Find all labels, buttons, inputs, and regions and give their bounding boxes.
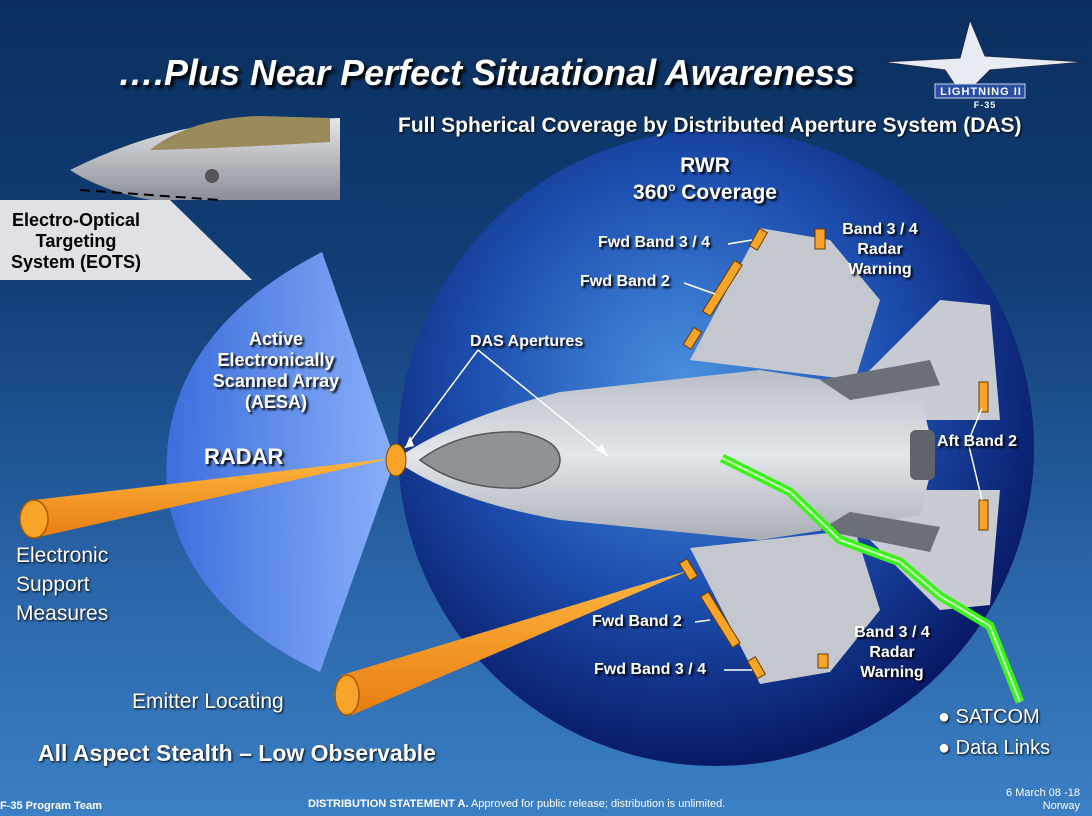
- aesa-radome: [385, 443, 407, 477]
- distribution-rest: Approved for public release; distributio…: [468, 798, 726, 810]
- radar-label: RADAR: [204, 444, 284, 469]
- rwr-title: RWR: [680, 154, 730, 177]
- footer-team: F-35 Program Team: [0, 800, 102, 812]
- band34-bottom-line1: Band 3 / 4: [854, 624, 930, 641]
- band34-top-line1: Band 3 / 4: [842, 221, 918, 238]
- band34-top-line3: Warning: [848, 261, 912, 278]
- comms-list: ● SATCOM ● Data Links: [938, 702, 1050, 764]
- fwd-band2-top-label: Fwd Band 2: [580, 273, 670, 290]
- eots-label-line2: Targeting: [35, 231, 117, 251]
- fwd-band34-bottom-label: Fwd Band 3 / 4: [594, 661, 707, 678]
- aesa-label-line3: Scanned Array: [212, 371, 340, 391]
- aesa-label-line1: Active: [248, 329, 304, 349]
- footer-date: 6 March 08 -18: [1006, 787, 1080, 799]
- distribution-statement: DISTRIBUTION STATEMENT A.: [308, 798, 469, 810]
- logo-name: LIGHTNING II: [940, 86, 1022, 98]
- band34-radar-warning-bottom-label: Band 3 / 4 Radar Warning: [842, 623, 942, 683]
- rwr-coverage-text: Coverage: [675, 181, 777, 204]
- aesa-label-line2: Electronically: [217, 350, 335, 370]
- emitter-locating-label: Emitter Locating: [132, 690, 284, 713]
- data-links-label: Data Links: [955, 737, 1051, 759]
- footer-distribution: DISTRIBUTION STATEMENT A. Approved for p…: [308, 798, 725, 810]
- page-subtitle: Full Spherical Coverage by Distributed A…: [398, 114, 1022, 137]
- comms-item-datalinks: ● Data Links: [938, 737, 1051, 759]
- esm-label: Electronic Support Measures: [16, 541, 108, 628]
- aft-band2-label: Aft Band 2: [937, 433, 1017, 450]
- esm-beam: [19, 458, 393, 539]
- footer-date-block: 6 March 08 -18 Norway: [970, 787, 1080, 813]
- rwr-coverage-degrees: 360: [633, 181, 669, 204]
- esm-label-line2: Support: [16, 573, 90, 596]
- rwr-apertures: [678, 227, 989, 680]
- eots-panel: [0, 200, 252, 280]
- band34-bottom-line3: Warning: [860, 664, 924, 681]
- comms-item-satcom: ● SATCOM: [938, 706, 1040, 728]
- esm-label-line1: Electronic: [16, 544, 109, 567]
- rwr-coverage-degree-symbol: o: [668, 180, 676, 194]
- stealth-label: All Aspect Stealth – Low Observable: [38, 740, 436, 766]
- band34-radar-warning-top-label: Band 3 / 4 Radar Warning: [830, 220, 930, 280]
- radar-cone: [166, 252, 395, 672]
- eots-label-line3: System (EOTS): [10, 252, 142, 272]
- satcom-label: SATCOM: [955, 706, 1040, 728]
- esm-label-line3: Measures: [16, 602, 109, 625]
- lightning-ii-logo: [881, 18, 1086, 99]
- fwd-band2-bottom-label: Fwd Band 2: [592, 613, 682, 630]
- page-title: ….Plus Near Perfect Situational Awarenes…: [118, 52, 855, 93]
- aircraft-nose-image: [70, 116, 340, 201]
- aesa-label-line4: (AESA): [245, 392, 307, 412]
- das-apertures-label: DAS Apertures: [470, 333, 584, 350]
- aesa-label: Active Electronically Scanned Array (AES…: [196, 329, 356, 413]
- eots-label: Electro-Optical Targeting System (EOTS): [0, 210, 152, 273]
- emitter-beam: [334, 570, 690, 716]
- leader-lines: [404, 239, 983, 671]
- fwd-band34-top-label: Fwd Band 3 / 4: [598, 234, 711, 251]
- band34-top-line2: Radar: [857, 241, 903, 258]
- footer-location: Norway: [1042, 800, 1080, 812]
- band34-bottom-line2: Radar: [869, 644, 915, 661]
- rwr-coverage: 360o Coverage: [600, 180, 810, 205]
- eots-label-line1: Electro-Optical: [11, 210, 141, 230]
- logo-model: F-35: [973, 100, 997, 110]
